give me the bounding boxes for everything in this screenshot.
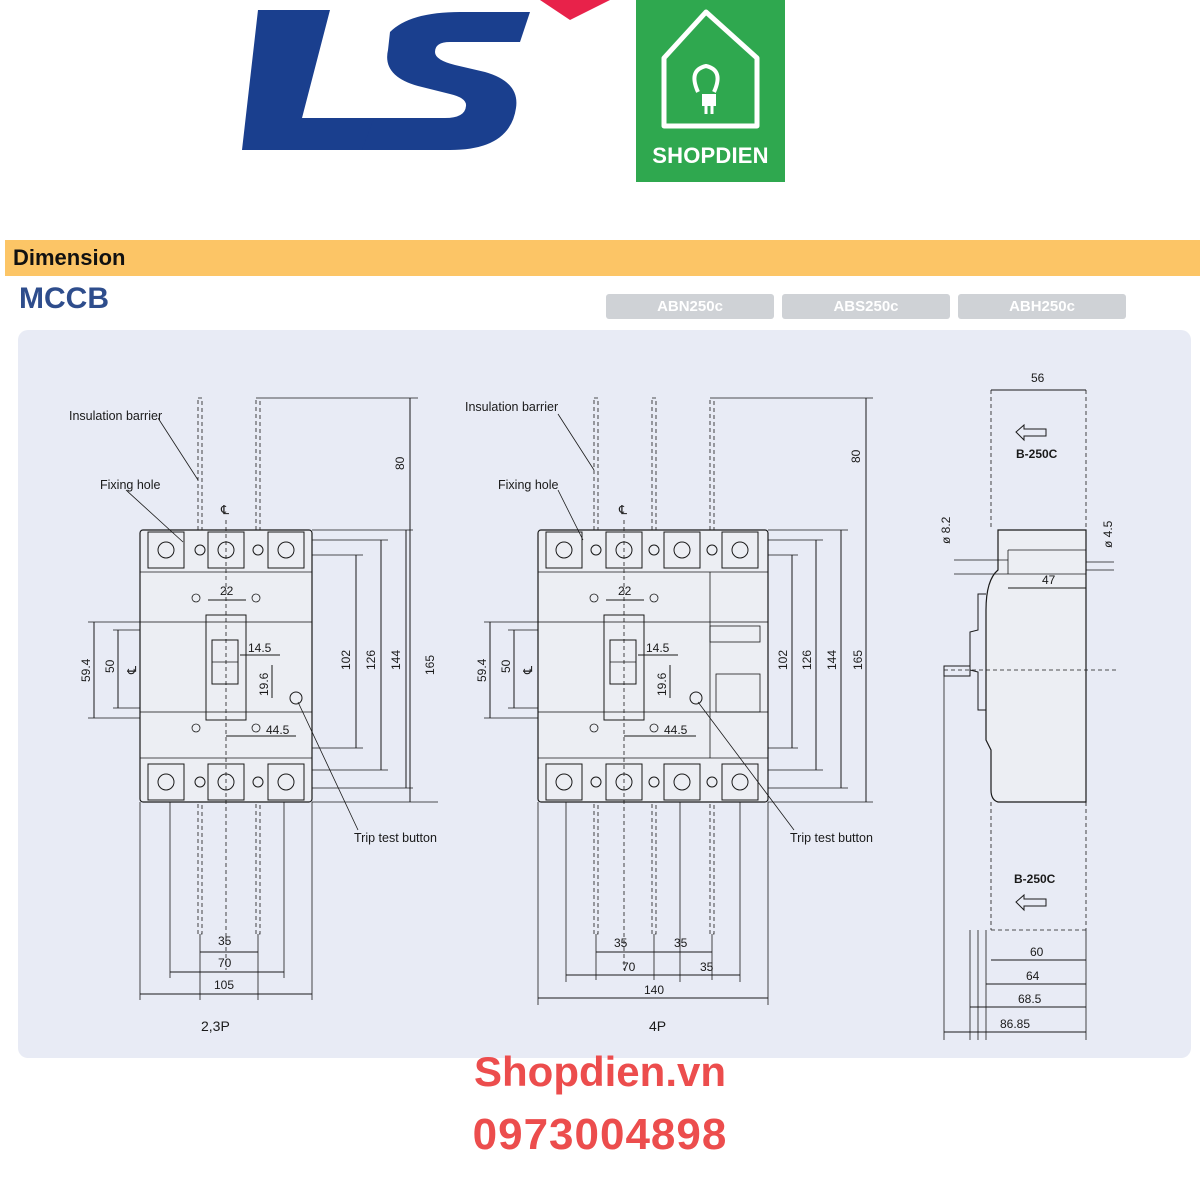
svg-text:℄: ℄ (125, 665, 139, 675)
dim-22: 22 (220, 584, 234, 598)
dim-56: 56 (1031, 371, 1045, 385)
label-b250c-bottom: B-250C (1014, 872, 1056, 886)
dim-102: 102 (339, 650, 353, 670)
dim-64: 64 (1026, 969, 1040, 983)
model-tab-abs250c[interactable]: ABS250c (782, 294, 950, 319)
dim-105: 105 (214, 978, 234, 992)
label-fixing-hole: Fixing hole (100, 478, 160, 492)
house-plug-icon (661, 9, 760, 129)
label-b250c-top: B-250C (1016, 447, 1058, 461)
ls-brand-logo (242, 0, 610, 150)
label-insulation-barrier-4p: Insulation barrier (465, 400, 558, 414)
label-trip-test-button: Trip test button (354, 831, 437, 845)
shopdien-logo-text: SHOPDIEN (652, 143, 769, 168)
dim-35: 35 (218, 934, 232, 948)
shopdien-logo: SHOPDIEN (636, 0, 785, 182)
dim-35a-4p: 35 (614, 936, 628, 950)
view-2-3p: ℄ Insulation barrier Fixing hole Trip te… (69, 397, 438, 1034)
dim-19-6: 19.6 (257, 672, 271, 696)
dim-35b-4p: 35 (674, 936, 688, 950)
dim-144-4p: 144 (825, 650, 839, 670)
dim-50-4p: 50 (499, 659, 513, 673)
dim-60: 60 (1030, 945, 1044, 959)
dim-80: 80 (393, 456, 407, 470)
dim-47: 47 (1042, 573, 1056, 587)
website-text: Shopdien.vn (474, 1048, 726, 1095)
svg-text:℄: ℄ (618, 503, 628, 517)
view-side: 56 B-250C ø 8.2 ø 4.5 47 B-250C 60 64 (939, 371, 1118, 1040)
dim-80-4p: 80 (849, 449, 863, 463)
dim-86-85: 86.85 (1000, 1017, 1030, 1031)
dim-50: 50 (103, 659, 117, 673)
phone-number: 0973004898 (472, 1110, 728, 1159)
svg-text:℄: ℄ (521, 665, 535, 675)
dim-14-5-4p: 14.5 (646, 641, 670, 655)
model-tab-abh250c[interactable]: ABH250c (958, 294, 1126, 319)
dim-165: 165 (423, 655, 437, 675)
dim-102-4p: 102 (776, 650, 790, 670)
label-fixing-hole-4p: Fixing hole (498, 478, 558, 492)
dim-126-4p: 126 (800, 650, 814, 670)
dim-19-6-4p: 19.6 (655, 672, 669, 696)
section-bar (5, 240, 1200, 276)
svg-text:℄: ℄ (220, 503, 230, 517)
label-trip-test-button-4p: Trip test button (790, 831, 873, 845)
dim-phi-8-2: ø 8.2 (939, 516, 953, 544)
dim-59-4-4p: 59.4 (475, 658, 489, 682)
dim-126: 126 (364, 650, 378, 670)
caption-4p: 4P (649, 1018, 666, 1034)
dimension-drawing: ℄ Insulation barrier Fixing hole Trip te… (69, 371, 1118, 1040)
label-insulation-barrier: Insulation barrier (69, 409, 162, 423)
product-title: MCCB (19, 282, 109, 315)
dim-14-5: 14.5 (248, 641, 272, 655)
view-4p: ℄ Insulation barrier Fixing hole Trip te… (465, 397, 873, 1034)
dim-44-5-4p: 44.5 (664, 723, 688, 737)
dim-70-4p: 70 (622, 960, 636, 974)
dim-22-4p: 22 (618, 584, 632, 598)
dim-140-4p: 140 (644, 983, 664, 997)
dim-35c-4p: 35 (700, 960, 714, 974)
dim-144: 144 (389, 650, 403, 670)
caption-2-3p: 2,3P (201, 1018, 230, 1034)
dim-165-4p: 165 (851, 650, 865, 670)
section-title: Dimension (13, 245, 126, 270)
dim-59-4: 59.4 (79, 658, 93, 682)
model-tab-abn250c[interactable]: ABN250c (606, 294, 774, 319)
dim-44-5: 44.5 (266, 723, 290, 737)
dim-70: 70 (218, 956, 232, 970)
dim-phi-4-5: ø 4.5 (1101, 520, 1115, 548)
dim-68-5: 68.5 (1018, 992, 1042, 1006)
